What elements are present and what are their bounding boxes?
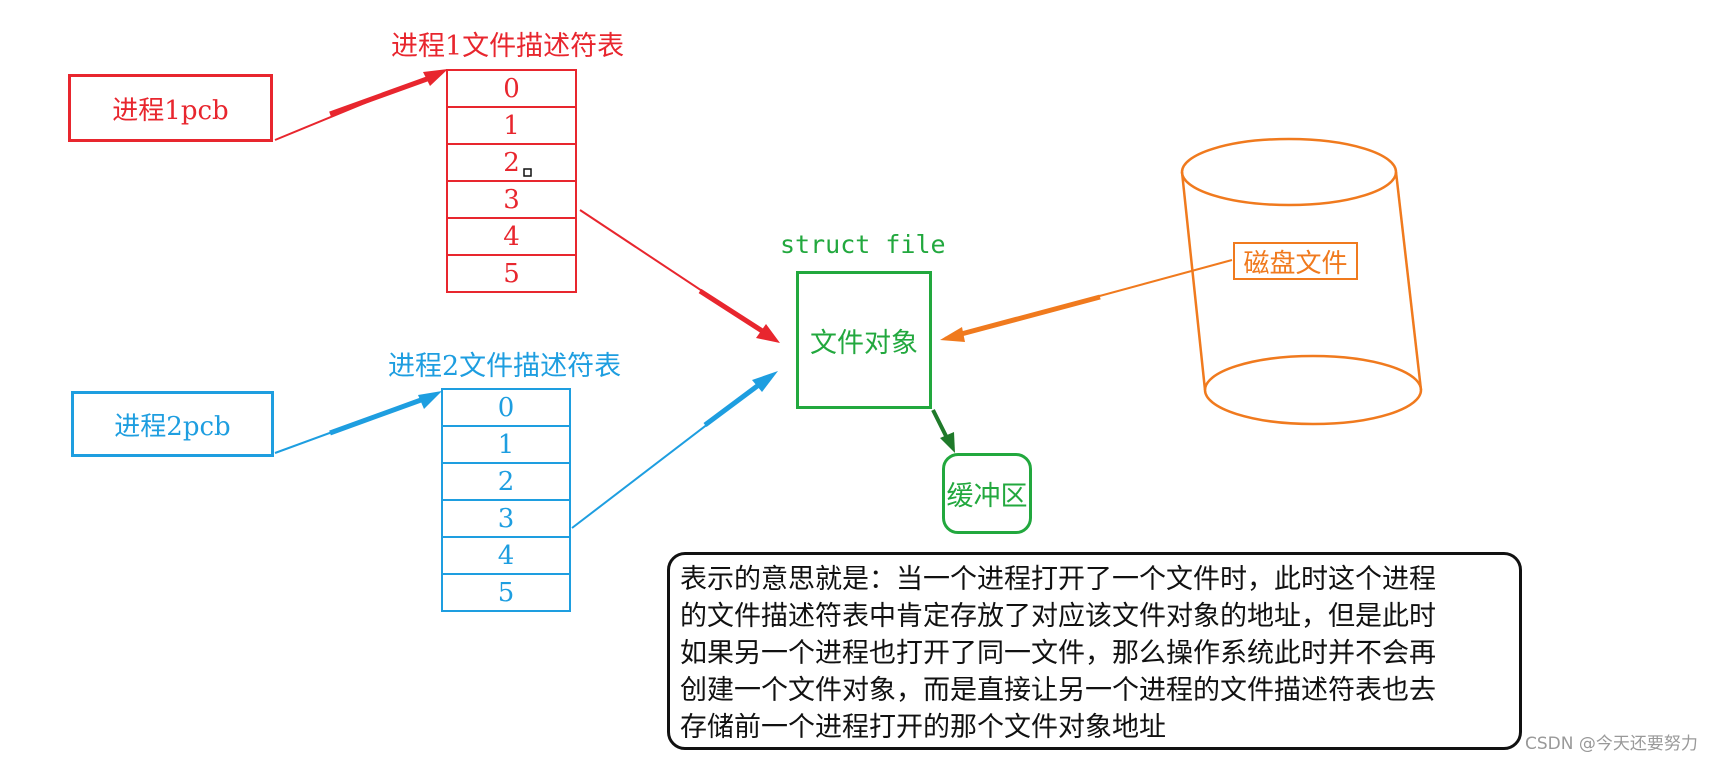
arrow-pcb1-to-table1-thick (329, 72, 439, 117)
process1-fd-1: 1 (446, 106, 577, 145)
process2-fd-0: 0 (441, 388, 571, 427)
process2-fd-label: 2 (497, 466, 515, 497)
struct-file-label: struct file (780, 230, 946, 259)
process1-fd-2: 2 (446, 143, 577, 182)
process2-fd-3: 3 (441, 499, 571, 538)
process2-fd-label: 4 (497, 540, 515, 571)
cursor-marker (523, 168, 532, 177)
file-object-box: 文件对象 (796, 271, 932, 409)
process2-fd-1: 1 (441, 425, 571, 464)
note-line: 的文件描述符表中肯定存放了对应该文件对象的地址，但是此时 (680, 601, 1436, 632)
process1-pcb: 进程1pcb (68, 74, 273, 142)
process1-fd-0: 0 (446, 69, 577, 108)
arrow-pcb2-to-table2-thick (329, 393, 433, 436)
process2-fd-2: 2 (441, 462, 571, 501)
note-line: 表示的意思就是：当一个进程打开了一个文件时，此时这个进程 (680, 564, 1436, 595)
buffer-label: 缓冲区 (946, 481, 1028, 512)
process1-fd-4: 4 (446, 217, 577, 256)
note-line: 创建一个文件对象，而是直接让另一个进程的文件描述符表也去 (680, 675, 1436, 706)
process1-fd-label: 3 (503, 184, 520, 215)
process2-fd-label: 5 (497, 577, 515, 608)
watermark: CSDN @今天还要努力 (1525, 734, 1698, 754)
arrow-fd3-p1-to-file-head (756, 324, 780, 343)
arrow-pcb2-to-table2-head (418, 391, 442, 409)
process1-fd-label: 0 (503, 73, 520, 104)
arrow-file-to-buffer-head (940, 432, 955, 453)
buffer-box: 缓冲区 (942, 453, 1032, 534)
process2-fd-table: 0 1 2 3 4 5 (441, 388, 571, 621)
process1-fd-label: 5 (503, 258, 520, 289)
arrow-fd3-p2-to-file-head (752, 371, 778, 392)
note-line: 如果另一个进程也打开了同一文件，那么操作系统此时并不会再 (680, 638, 1436, 669)
process1-pcb-label: 进程1pcb (112, 95, 229, 126)
process1-fd-label: 1 (503, 110, 520, 141)
process2-pcb: 进程2pcb (71, 391, 274, 457)
process2-fd-label: 3 (497, 503, 515, 534)
arrow-file-to-buffer (931, 409, 950, 441)
process1-fd-5: 5 (446, 254, 577, 293)
process2-fd-5: 5 (441, 573, 571, 612)
process2-pcb-label: 进程2pcb (114, 411, 231, 442)
file-object-label: 文件对象 (810, 327, 918, 359)
process1-fd-3: 3 (446, 180, 577, 219)
process1-table-title: 进程1文件描述符表 (391, 31, 625, 62)
process1-fd-table: 0 1 2 3 4 5 (446, 69, 577, 303)
arrow-disk-to-file-head (940, 327, 965, 342)
disk-file-label-box: 磁盘文件 (1233, 242, 1358, 280)
arrow-fd3-p1-to-file-thick (698, 288, 772, 339)
arrow-disk-to-file-thick (949, 294, 1101, 340)
disk-file-label: 磁盘文件 (1243, 248, 1348, 279)
process2-fd-label: 1 (497, 429, 515, 460)
process1-fd-label: 4 (503, 221, 520, 252)
process2-table-title: 进程2文件描述符表 (388, 351, 622, 382)
process1-fd-label: 2 (503, 147, 520, 178)
note-line: 存储前一个进程打开的那个文件对象地址 (680, 712, 1166, 743)
process2-fd-label: 0 (497, 392, 515, 423)
process2-fd-4: 4 (441, 536, 571, 575)
explanation-note: 表示的意思就是：当一个进程打开了一个文件时，此时这个进程的文件描述符表中肯定存放… (667, 552, 1522, 750)
disk-cylinder (1180, 137, 1423, 426)
